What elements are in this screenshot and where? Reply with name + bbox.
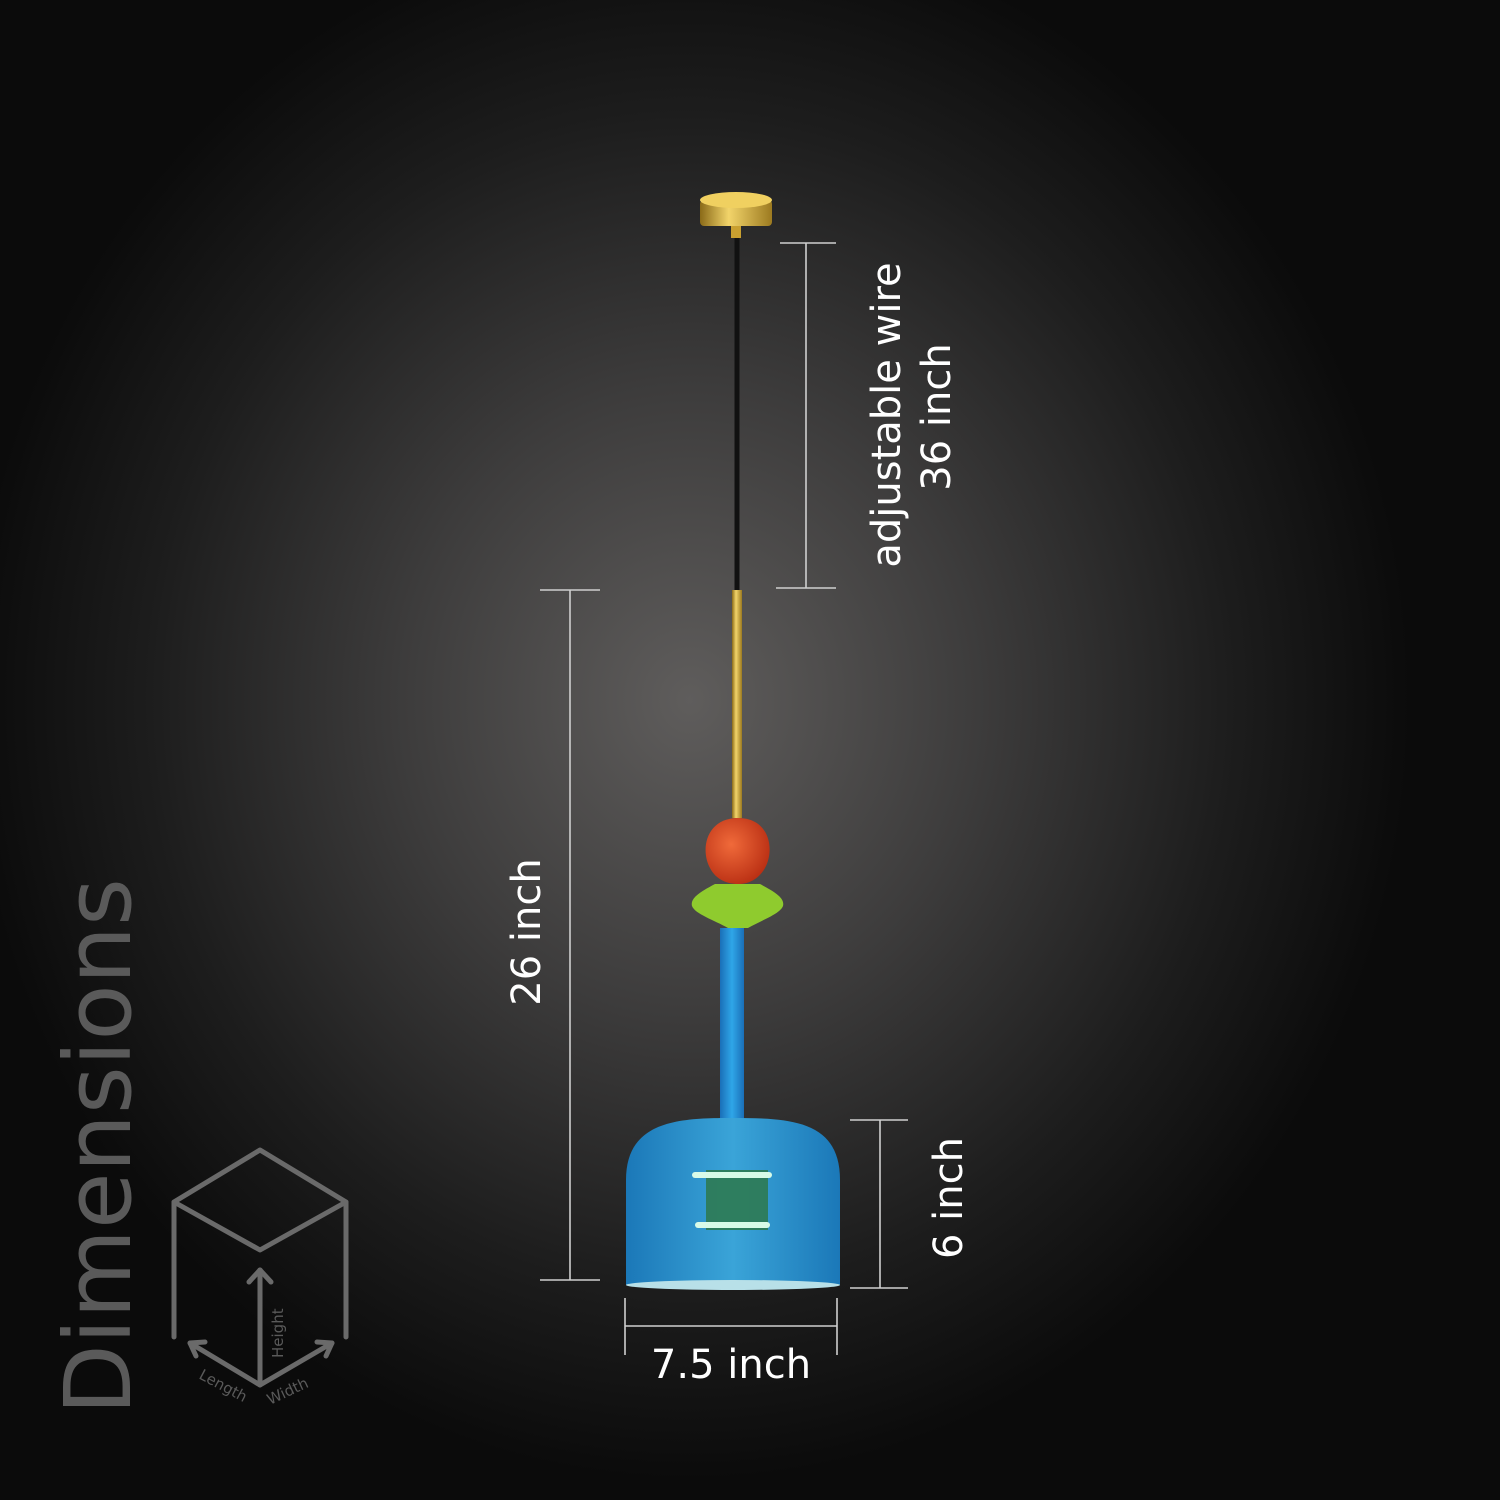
height-dimension: 26 inch [504,589,600,1281]
shade-height-value: 6 inch [926,1137,972,1259]
shade-width-dimension: 7.5 inch [624,1298,838,1388]
shade-height-dimension: 6 inch [850,1119,972,1289]
green-glass-disc [691,884,784,928]
bulb-glow [692,1170,772,1230]
icon-height-label: Height [269,1308,287,1358]
red-glass-bulb [705,818,770,884]
ceiling-canopy [700,192,772,238]
gold-rod [732,590,742,818]
wire-value: 36 inch [914,343,960,490]
blue-glass-rod [720,928,744,1123]
pendant-lamp [626,192,840,1290]
shade-width-value: 7.5 inch [651,1342,811,1388]
height-value: 26 inch [504,858,550,1005]
wire-label: adjustable wire [864,262,910,567]
cube-dimensions-icon: Height Length Width [171,1147,349,1409]
dimensions-title: Dimensions [45,878,152,1415]
wire-dimension: adjustable wire 36 inch [776,242,960,589]
